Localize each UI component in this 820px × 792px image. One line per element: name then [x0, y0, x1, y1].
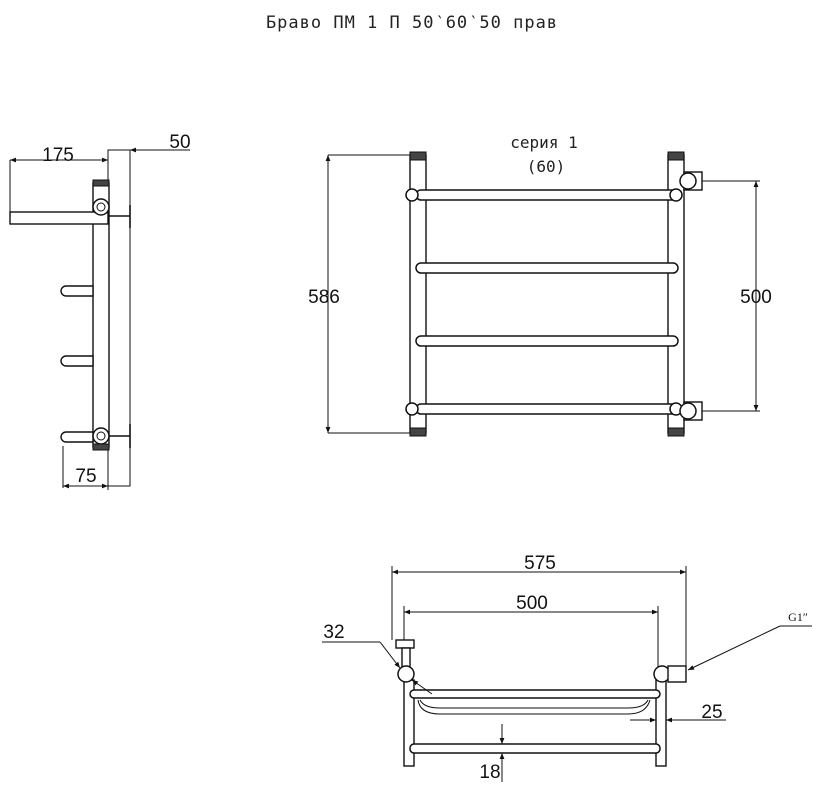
dim-label-500-top: 500	[516, 593, 548, 614]
dim-label-175: 175	[42, 145, 74, 166]
dim-label-586: 586	[308, 287, 340, 308]
side-view: 175 50 75	[9, 132, 191, 490]
top-view: 575 500 32 G1″ 25	[322, 553, 812, 783]
side-top-cap	[92, 179, 110, 187]
rung-2	[415, 262, 679, 274]
dim-label-500-front: 500	[740, 287, 772, 308]
drawing-title: Браво ПМ 1 П 50‵60‵50 прав	[266, 13, 558, 33]
top-left-fitting	[397, 665, 415, 683]
side-bottom-fitting	[92, 427, 110, 445]
top-shelf-curve	[417, 699, 651, 715]
side-rung-2	[60, 285, 94, 297]
dim-label-75: 75	[75, 466, 96, 487]
thread-label: G1″	[788, 610, 808, 624]
front-view: серия 1 (60) 586 500	[308, 133, 772, 437]
dim-label-575: 575	[524, 553, 556, 574]
dim-label-50: 50	[169, 132, 190, 153]
top-lower-bar	[409, 743, 661, 754]
side-top-fitting	[92, 198, 110, 216]
dim-label-25: 25	[701, 702, 722, 723]
side-shelf	[9, 211, 109, 225]
series-sublabel: (60)	[527, 157, 566, 176]
rung-1	[415, 189, 679, 201]
rung-4	[415, 403, 679, 415]
side-rung-3	[60, 355, 94, 367]
side-rung-4	[60, 431, 94, 443]
dim-label-32: 32	[323, 622, 344, 643]
series-label: серия 1	[510, 133, 577, 152]
dim-label-18: 18	[479, 762, 500, 783]
top-shelf-bar-front	[409, 689, 661, 699]
thread-leader	[687, 625, 781, 671]
rung-3	[415, 335, 679, 347]
